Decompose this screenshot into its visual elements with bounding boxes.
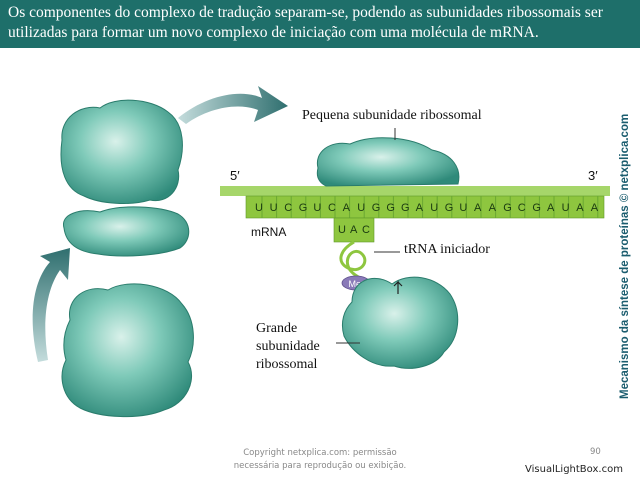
codon-letter: U bbox=[313, 202, 321, 214]
trna-label: tRNA iniciador bbox=[404, 242, 490, 257]
side-caption: Mecanismo da síntese de proteínas © netx… bbox=[617, 113, 640, 399]
end-3-label: 3′ bbox=[588, 168, 598, 183]
end-5-label: 5′ bbox=[230, 168, 240, 183]
large-subunit-line-1: Grande bbox=[256, 321, 298, 336]
footer-line-2: necessária para reprodução ou exibição. bbox=[233, 461, 407, 471]
header-line-1: Os componentes do complexo de tradução s… bbox=[8, 4, 603, 21]
arrow-top bbox=[178, 86, 288, 124]
small-subunit-bound bbox=[316, 137, 460, 187]
codon-letter: A bbox=[489, 202, 497, 214]
met-label: Met bbox=[348, 279, 364, 289]
codon-letter: C bbox=[328, 202, 336, 214]
large-subunit-bound bbox=[341, 276, 459, 369]
arrow-left bbox=[32, 248, 70, 362]
large-subunit-left bbox=[61, 283, 194, 417]
codon-letter: A bbox=[343, 202, 351, 214]
side-caption-text: Mecanismo da síntese de proteínas © netx… bbox=[619, 113, 631, 399]
anticodon-letter: U bbox=[338, 224, 346, 236]
codon-letter: C bbox=[284, 202, 292, 214]
codon-letter: G bbox=[503, 202, 512, 214]
codon-letter: U bbox=[562, 202, 570, 214]
anticodon-letter: C bbox=[362, 224, 370, 236]
anticodon-letter: A bbox=[350, 224, 358, 236]
codon-letter: G bbox=[299, 202, 308, 214]
codon-letter: G bbox=[532, 202, 541, 214]
codon-letter: G bbox=[372, 202, 381, 214]
codon-letter: A bbox=[547, 202, 555, 214]
codon-letter: A bbox=[416, 202, 424, 214]
watermark: VisualLightBox.com bbox=[525, 464, 623, 475]
small-subunit-left bbox=[60, 99, 183, 204]
codon-letter: U bbox=[255, 202, 263, 214]
mrna-label: mRNA bbox=[251, 225, 286, 239]
codon-letter: U bbox=[430, 202, 438, 214]
trna-loop bbox=[339, 240, 367, 283]
codon-letter: A bbox=[591, 202, 599, 214]
mrna-backbone-top bbox=[220, 186, 610, 196]
codon-letter: G bbox=[386, 202, 395, 214]
codon-letter: C bbox=[518, 202, 526, 214]
footer-copyright: Copyright netxplica.com: permissão neces… bbox=[200, 447, 440, 473]
codon-letter: U bbox=[270, 202, 278, 214]
footer-line-1: Copyright netxplica.com: permissão bbox=[243, 448, 397, 458]
small-subunit-label: Pequena subunidade ribossomal bbox=[302, 108, 482, 123]
arrow-small bbox=[393, 280, 403, 294]
subunit-left-middle bbox=[63, 206, 190, 257]
page-number: 90 bbox=[590, 447, 601, 457]
codon-letter: G bbox=[445, 202, 454, 214]
codon-letter: U bbox=[459, 202, 467, 214]
large-subunit-label: Grande subunidade ribossomal bbox=[256, 320, 320, 374]
codon-letter: A bbox=[474, 202, 482, 214]
codon-letter: A bbox=[576, 202, 584, 214]
codon-letter: G bbox=[401, 202, 410, 214]
large-subunit-line-3: ribossomal bbox=[256, 357, 318, 372]
header-line-2: utilizadas para formar um novo complexo … bbox=[8, 24, 539, 41]
codon-letter: U bbox=[357, 202, 365, 214]
header-caption: Os componentes do complexo de tradução s… bbox=[0, 0, 640, 48]
large-subunit-line-2: subunidade bbox=[256, 339, 320, 354]
trna-stem bbox=[333, 217, 375, 243]
